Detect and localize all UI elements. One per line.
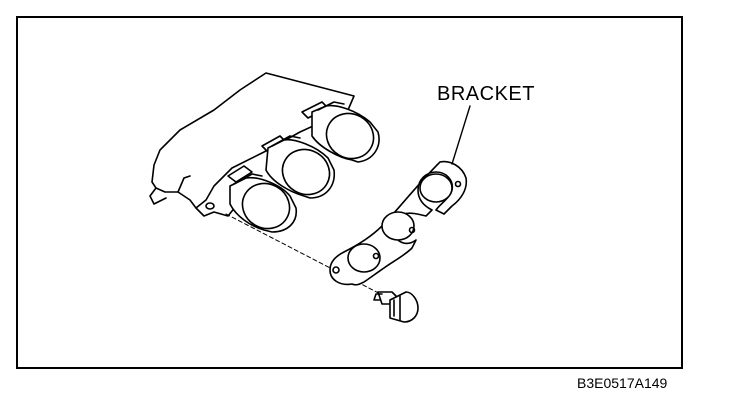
solenoid-valve-middle xyxy=(265,135,335,199)
bracket-plate xyxy=(329,160,468,286)
solenoid-valve-front xyxy=(229,173,297,233)
diagram-frame xyxy=(16,16,683,369)
figure-code: B3E0517A149 xyxy=(577,375,668,391)
bracket-callout-label: BRACKET xyxy=(437,83,535,105)
mounting-bolt xyxy=(373,291,419,323)
solenoid-housing xyxy=(149,72,355,217)
bolt-guide-line xyxy=(205,202,393,301)
bracket-leader-line xyxy=(451,105,471,165)
solenoid-valve-rear xyxy=(311,101,380,163)
